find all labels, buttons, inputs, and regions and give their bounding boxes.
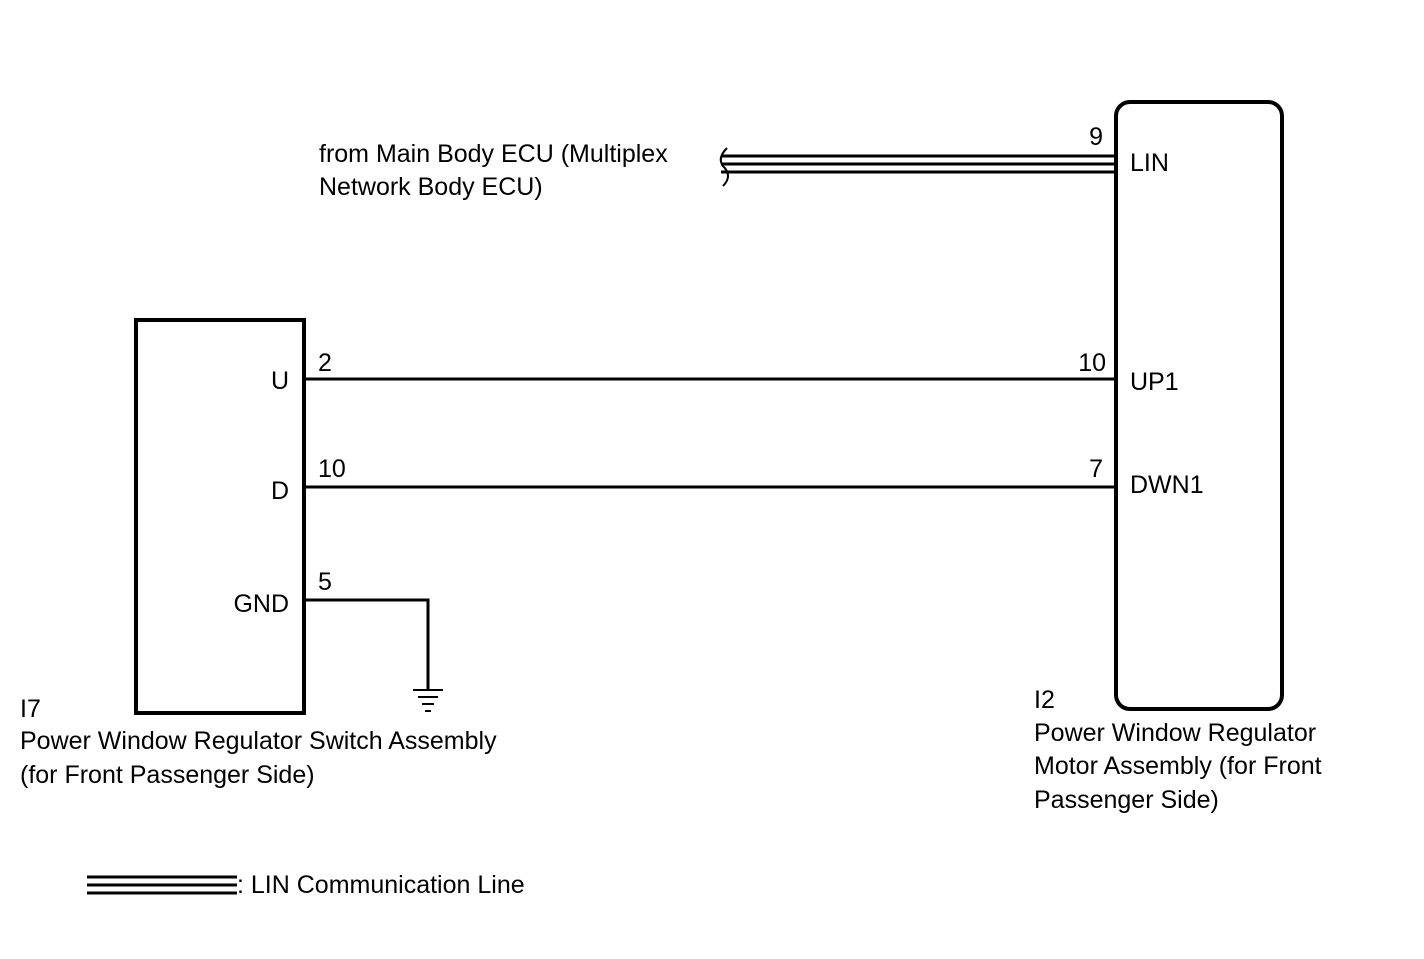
terminal-label-gnd: GND xyxy=(233,590,289,618)
wire-gnd xyxy=(304,598,430,690)
ground-icon xyxy=(413,689,443,712)
pin-number-up1: 10 xyxy=(1078,349,1106,377)
source-label-line2: Network Body ECU) xyxy=(319,173,543,201)
motor-assembly-name-line2: Motor Assembly (for Front xyxy=(1034,752,1322,780)
motor-assembly-code: I2 xyxy=(1034,686,1055,714)
terminal-label-u: U xyxy=(271,367,289,395)
lin-communication-line xyxy=(719,147,1117,187)
wire-break-icon xyxy=(719,147,729,187)
motor-assembly-name-line1: Power Window Regulator xyxy=(1034,719,1316,747)
terminal-label-d: D xyxy=(271,477,289,505)
switch-assembly-name-line1: Power Window Regulator Switch Assembly xyxy=(20,727,497,755)
terminal-label-lin: LIN xyxy=(1130,149,1169,177)
pin-number-lin: 9 xyxy=(1089,123,1103,151)
pin-number-dwn1: 7 xyxy=(1089,455,1103,483)
pin-number-d: 10 xyxy=(318,455,346,483)
terminal-label-dwn1: DWN1 xyxy=(1130,471,1204,499)
switch-assembly-name-line2: (for Front Passenger Side) xyxy=(20,761,315,789)
switch-assembly-code: I7 xyxy=(20,695,41,723)
terminal-label-up1: UP1 xyxy=(1130,368,1179,396)
legend-label: : LIN Communication Line xyxy=(237,871,525,899)
legend-lin-line-icon xyxy=(87,875,237,895)
source-label-line1: from Main Body ECU (Multiplex xyxy=(319,140,668,168)
switch-assembly-box xyxy=(134,318,306,715)
pin-number-gnd: 5 xyxy=(318,568,332,596)
pin-number-u: 2 xyxy=(318,349,332,377)
motor-assembly-box xyxy=(1114,100,1284,711)
motor-assembly-name-line3: Passenger Side) xyxy=(1034,786,1219,814)
